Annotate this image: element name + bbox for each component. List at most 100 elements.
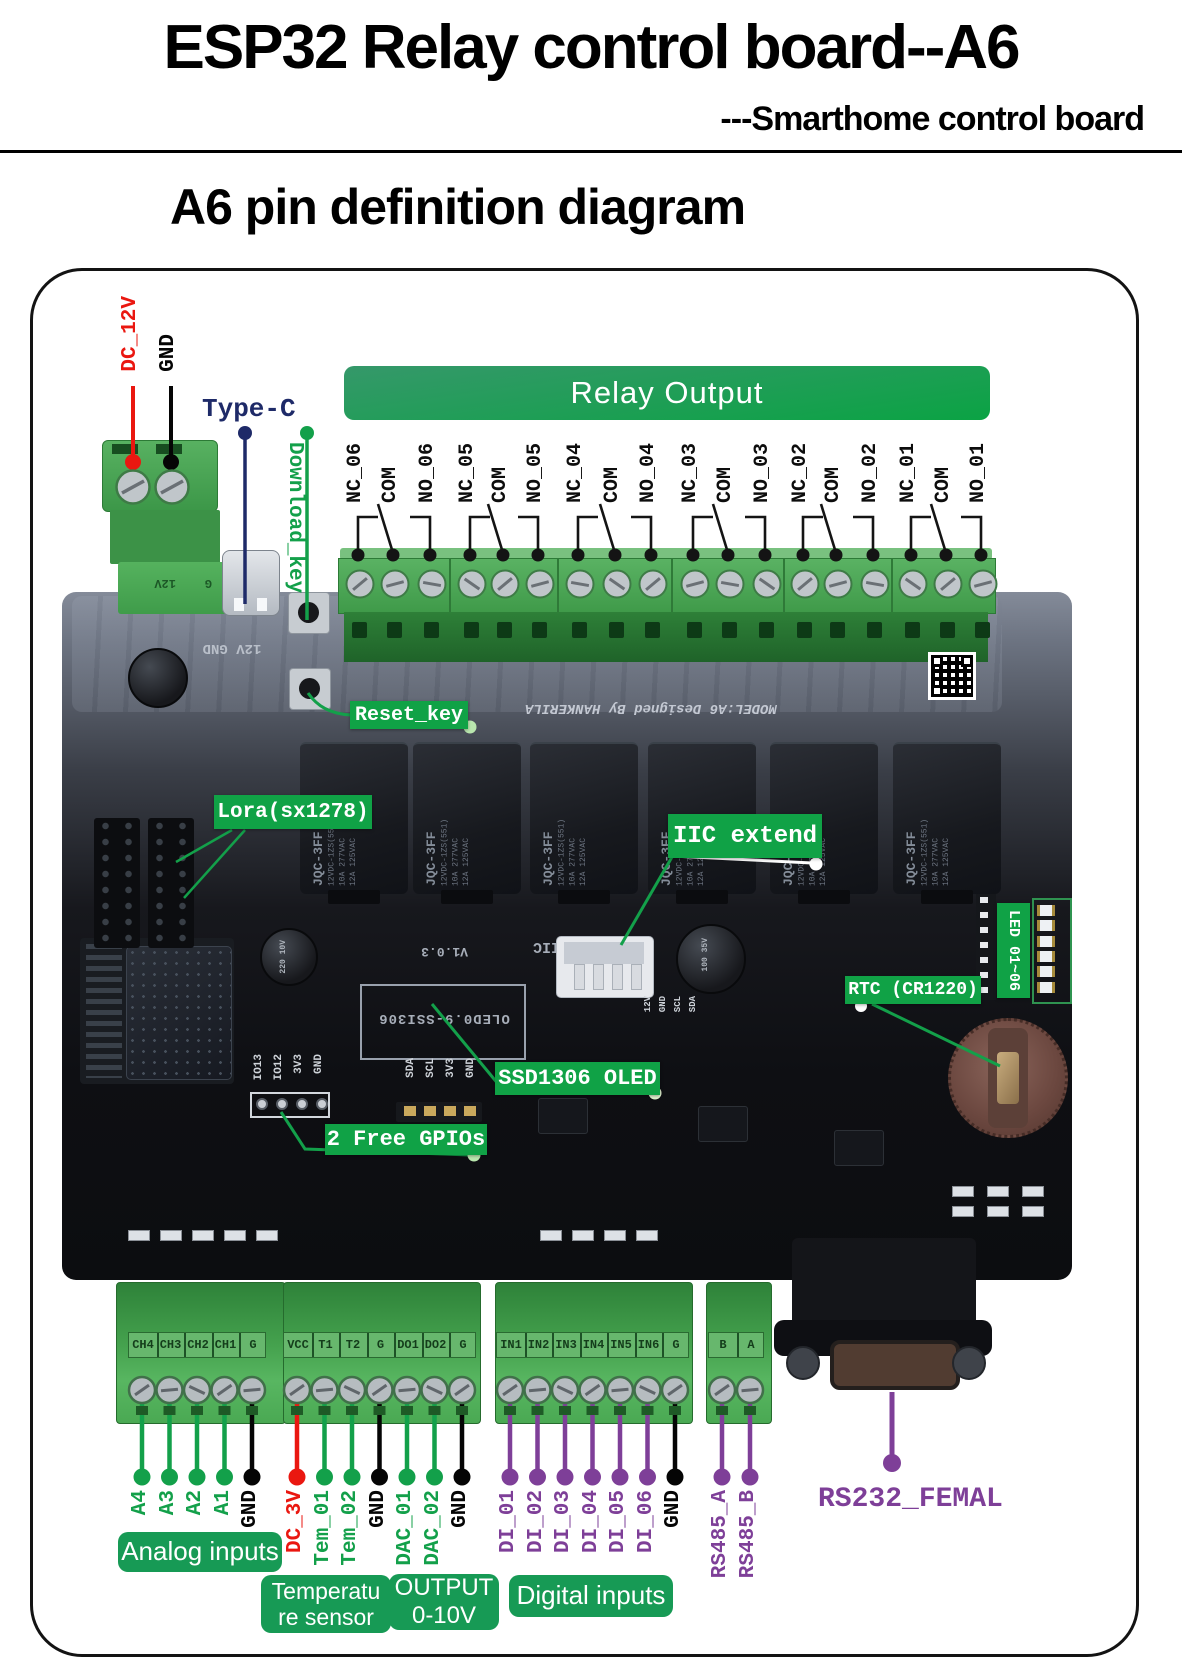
gpio-pin-hole <box>256 1098 268 1110</box>
terminal-cell-label: VCC <box>284 1333 314 1357</box>
terminal-cell-label: DO1 <box>394 1333 424 1357</box>
db9-opening <box>830 1340 960 1390</box>
relay-pin-label: COM <box>379 466 402 503</box>
smd-component <box>604 1230 626 1241</box>
iic-connector-pin <box>631 964 642 990</box>
power-terminal-body <box>110 510 220 564</box>
relay-pin-label: NC_02 <box>789 442 812 503</box>
oled-pin-label: SDA <box>405 1058 417 1078</box>
iic-extend-callout: IIC extend <box>668 814 822 858</box>
bottom-pin-dot <box>453 1468 471 1486</box>
smd-component <box>160 1230 182 1241</box>
terminal-cell-label: G <box>367 1333 397 1357</box>
smd-component <box>636 1230 658 1241</box>
relay-symbol-com <box>929 503 948 554</box>
bottom-pin-label: DAC_02 <box>421 1490 445 1566</box>
bottom-pin-dot <box>501 1468 519 1486</box>
smd-component <box>224 1230 246 1241</box>
iic-pin-label: SDA <box>688 996 698 1013</box>
relay-pin-label: NO_03 <box>751 442 774 503</box>
reset-key-callout: Reset_key <box>350 701 468 729</box>
oled-pin-pad <box>444 1106 456 1116</box>
bottom-pin-label: DAC_01 <box>394 1490 417 1566</box>
bottom-pin-label: GND <box>662 1490 685 1528</box>
relay-symbol-com <box>486 503 505 554</box>
power-terminal-slot <box>156 444 182 454</box>
bottom-pin-label: DI_05 <box>607 1490 630 1554</box>
dc12v-label: DC_12V <box>119 296 142 372</box>
led-indicator <box>1037 935 1055 947</box>
relay-symbol-com <box>376 503 395 554</box>
gpio-pin-label: GND <box>313 1054 325 1074</box>
bottom-pin-label: DI_02 <box>524 1490 548 1554</box>
oled-pin-label: GND <box>465 1058 477 1078</box>
relay-pin-label: NC_01 <box>897 442 920 503</box>
qr-code <box>928 652 976 700</box>
relay-output-banner: Relay Output <box>344 366 990 420</box>
bottom-pin-dot <box>371 1468 388 1486</box>
terminal-cell-label: A <box>747 1338 755 1352</box>
relay-pin-label: COM <box>714 466 737 503</box>
terminal-cell-label: CH2 <box>184 1333 214 1357</box>
relay-mount-tab <box>558 890 610 904</box>
iic-pin-label: 12V <box>643 996 653 1013</box>
version-silkscreen: V1.0.3 <box>421 944 468 959</box>
rtc-battery-clip <box>997 1052 1019 1104</box>
bottom-pin-dot <box>639 1468 656 1486</box>
bottom-pin-label: DI_06 <box>634 1490 658 1554</box>
bottom-pin-dot <box>133 1468 151 1486</box>
bottom-pin-label: A3 <box>156 1490 180 1516</box>
led-indicator <box>1037 950 1055 962</box>
download-button-cap <box>298 602 319 623</box>
relay-pin-label: NO_04 <box>637 442 660 503</box>
terminal-cell-label: T1 <box>312 1333 342 1357</box>
terminal-12v-marking: 12V <box>154 576 176 590</box>
output-0-10v-box: OUTPUT 0-10V <box>389 1574 499 1630</box>
bottom-pin-dot <box>398 1468 416 1486</box>
usb-c-pad <box>257 598 267 611</box>
typec-label: Type-C <box>202 394 296 424</box>
esp32-antenna <box>86 944 122 1078</box>
oled-pin-pad <box>404 1106 416 1116</box>
bottom-pin-dot <box>161 1468 178 1486</box>
lora-callout: Lora(sx1278) <box>214 795 372 829</box>
terminal-g-marking: G <box>204 576 212 590</box>
digital-inputs-box: Digital inputs <box>509 1575 673 1617</box>
iic-connector-pin <box>612 964 623 990</box>
relay-pin-label: COM <box>932 466 955 503</box>
bottom-pin-label: RS485_B <box>737 1490 760 1579</box>
relay-pin-label: COM <box>601 466 624 503</box>
section-title: A6 pin definition diagram <box>170 179 746 235</box>
bottom-pin-dot <box>243 1468 261 1486</box>
bottom-pin-label: DI_01 <box>497 1490 520 1554</box>
led-indicator <box>1037 920 1055 932</box>
relay-pin-label: NO_06 <box>416 442 439 503</box>
terminal-cell-label: CH4 <box>129 1333 159 1357</box>
oled-footprint-marking: OLED0.9-SSI306 <box>378 1010 510 1026</box>
capacitor <box>128 648 188 708</box>
header-divider <box>0 150 1182 153</box>
bottom-pin-label: A4 <box>129 1490 152 1516</box>
lora-header <box>148 818 194 948</box>
terminal-cell-label: T2 <box>339 1333 369 1357</box>
bottom-pin-label: GND <box>366 1490 390 1528</box>
relay-pin-label: NC_03 <box>679 442 702 503</box>
gpio-pin-hole <box>276 1098 288 1110</box>
relay-mount-tab <box>328 890 380 904</box>
bottom-pin-label: GND <box>239 1490 262 1528</box>
relay-mount-tab <box>676 890 728 904</box>
bottom-pin-label: RS485_A <box>709 1490 732 1579</box>
usb-c-connector <box>222 550 280 616</box>
terminal-cell-label: IN1 <box>497 1333 527 1357</box>
bottom-pin-label: Tem_01 <box>311 1490 335 1566</box>
bottom-pin-label: A1 <box>211 1490 235 1516</box>
lora-header <box>94 818 140 948</box>
terminal-cell-label: G <box>459 1338 467 1352</box>
smd-component <box>572 1230 594 1241</box>
terminal-cell-label: CH3 <box>157 1333 187 1357</box>
terminal-cell-label: CH1 <box>212 1333 242 1357</box>
